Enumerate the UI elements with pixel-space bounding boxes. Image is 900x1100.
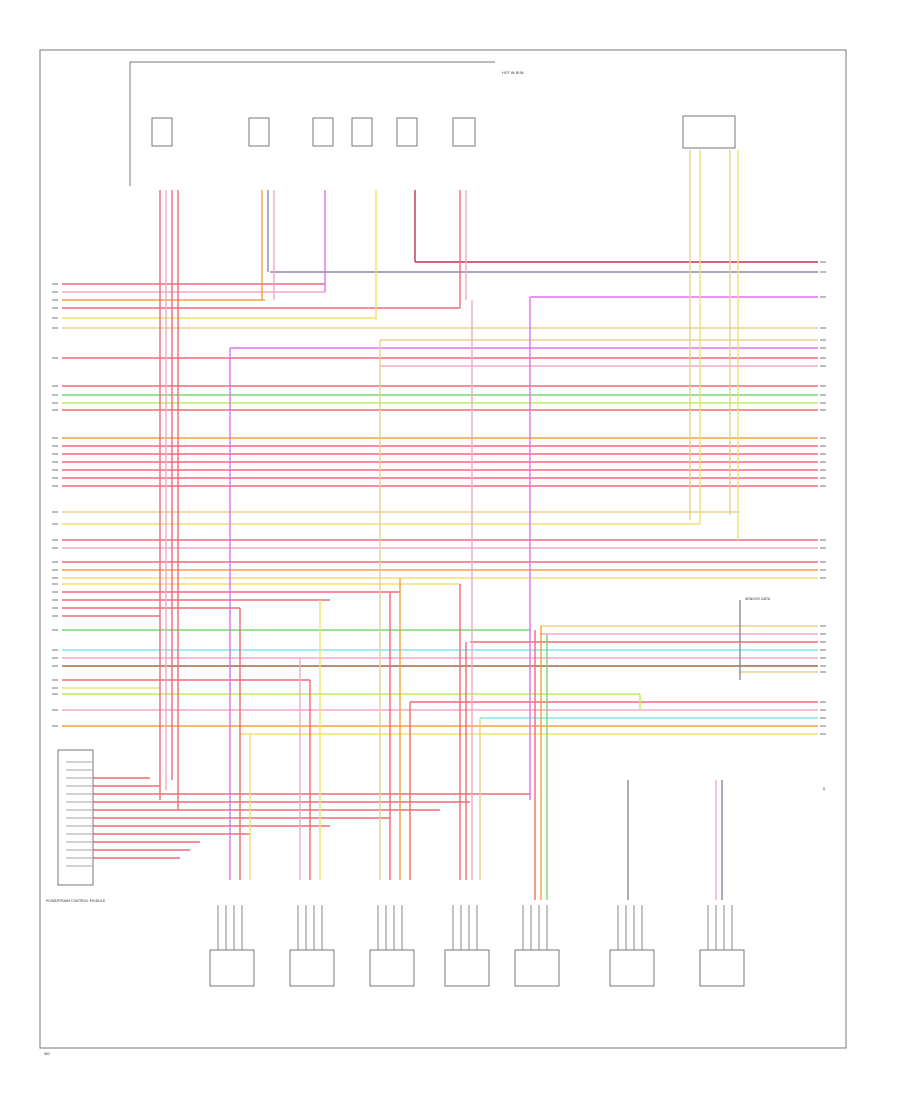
left-terminals: [52, 283, 58, 727]
left-block-caption: POWERTRAIN CONTROL MODULE: [46, 899, 106, 903]
top-sensor-5: [396, 117, 418, 147]
bottom-sensor-6: [609, 949, 655, 987]
bottom-sensor-5: [514, 949, 560, 987]
diagram-frame: [39, 49, 847, 1049]
bottom-sensor-1: [209, 949, 255, 987]
left-connector-block: POWERTRAIN CONTROL MODULE: [46, 749, 106, 903]
bottom-sensor-4: [444, 949, 490, 987]
top-sensor-2: [248, 117, 270, 147]
footer-code: W0: [44, 1052, 51, 1056]
top-sensor-6: [452, 117, 476, 147]
top-box-caption: HOT IN RUN: [502, 71, 524, 75]
bottom-sensor-3: [369, 949, 415, 987]
top-sensor-3: [312, 117, 334, 147]
left-module-box: [57, 749, 94, 886]
right-terminals: [820, 261, 826, 735]
horizontal-wires: [62, 261, 818, 859]
right-block-caption: SENSOR DATA: [745, 597, 771, 601]
top-right-module: [682, 115, 736, 149]
right-tag: B: [823, 787, 825, 791]
top-components: HOT IN RUN: [129, 61, 736, 186]
vertical-wires: [159, 150, 741, 900]
top-sensor-1: [151, 117, 173, 147]
bottom-sensor-2: [289, 949, 335, 987]
top-sensor-4: [351, 117, 373, 147]
bottom-sensor-7: [699, 949, 745, 987]
bottom-components: [209, 905, 745, 987]
